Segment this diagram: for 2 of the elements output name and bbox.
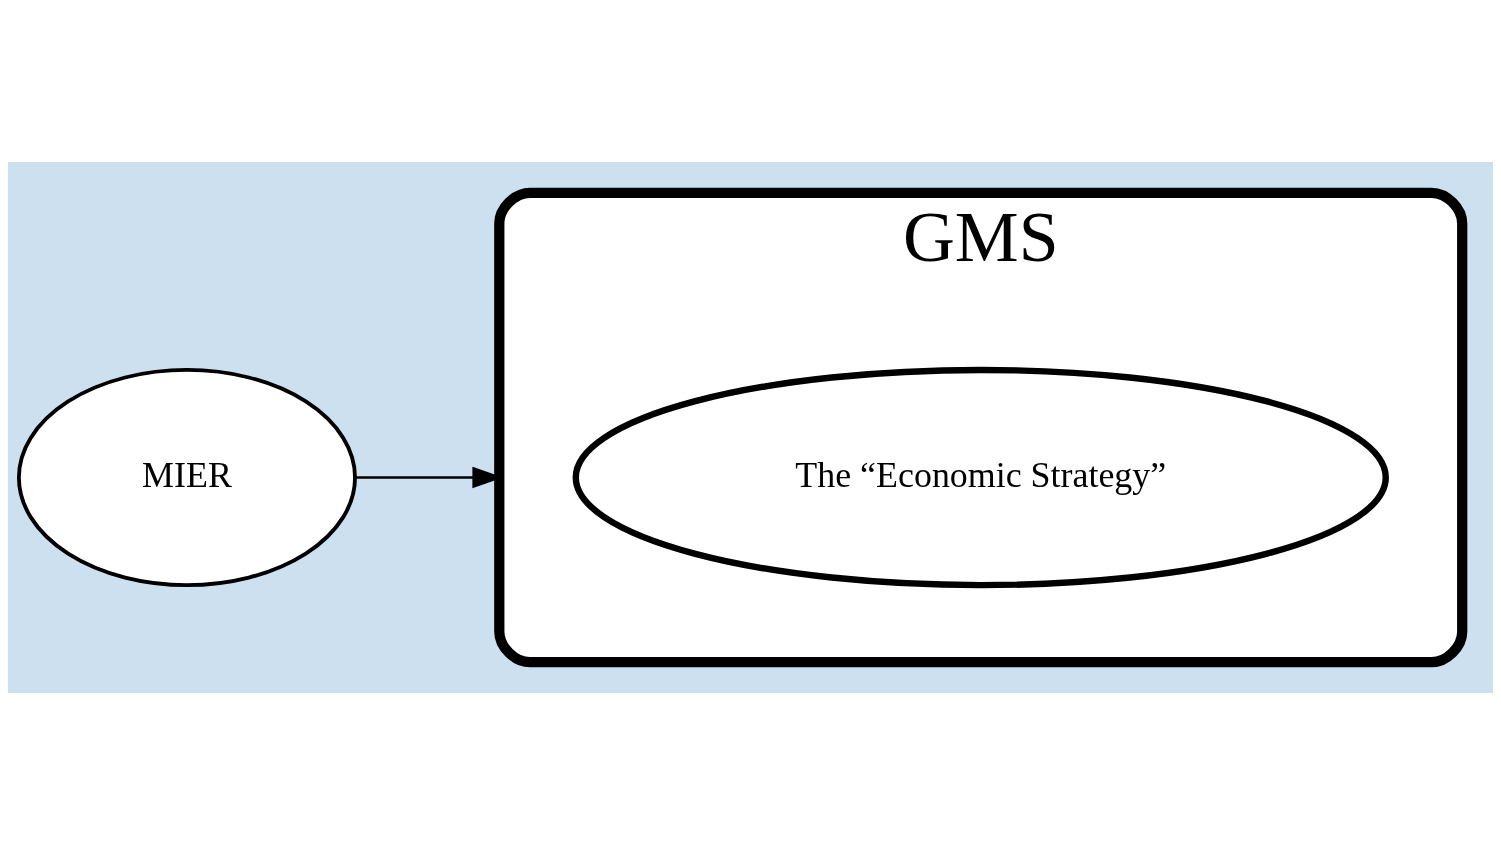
node-ellipse: The “Economic Strategy” (572, 366, 1389, 588)
node-ellipse: MIER (16, 367, 357, 587)
